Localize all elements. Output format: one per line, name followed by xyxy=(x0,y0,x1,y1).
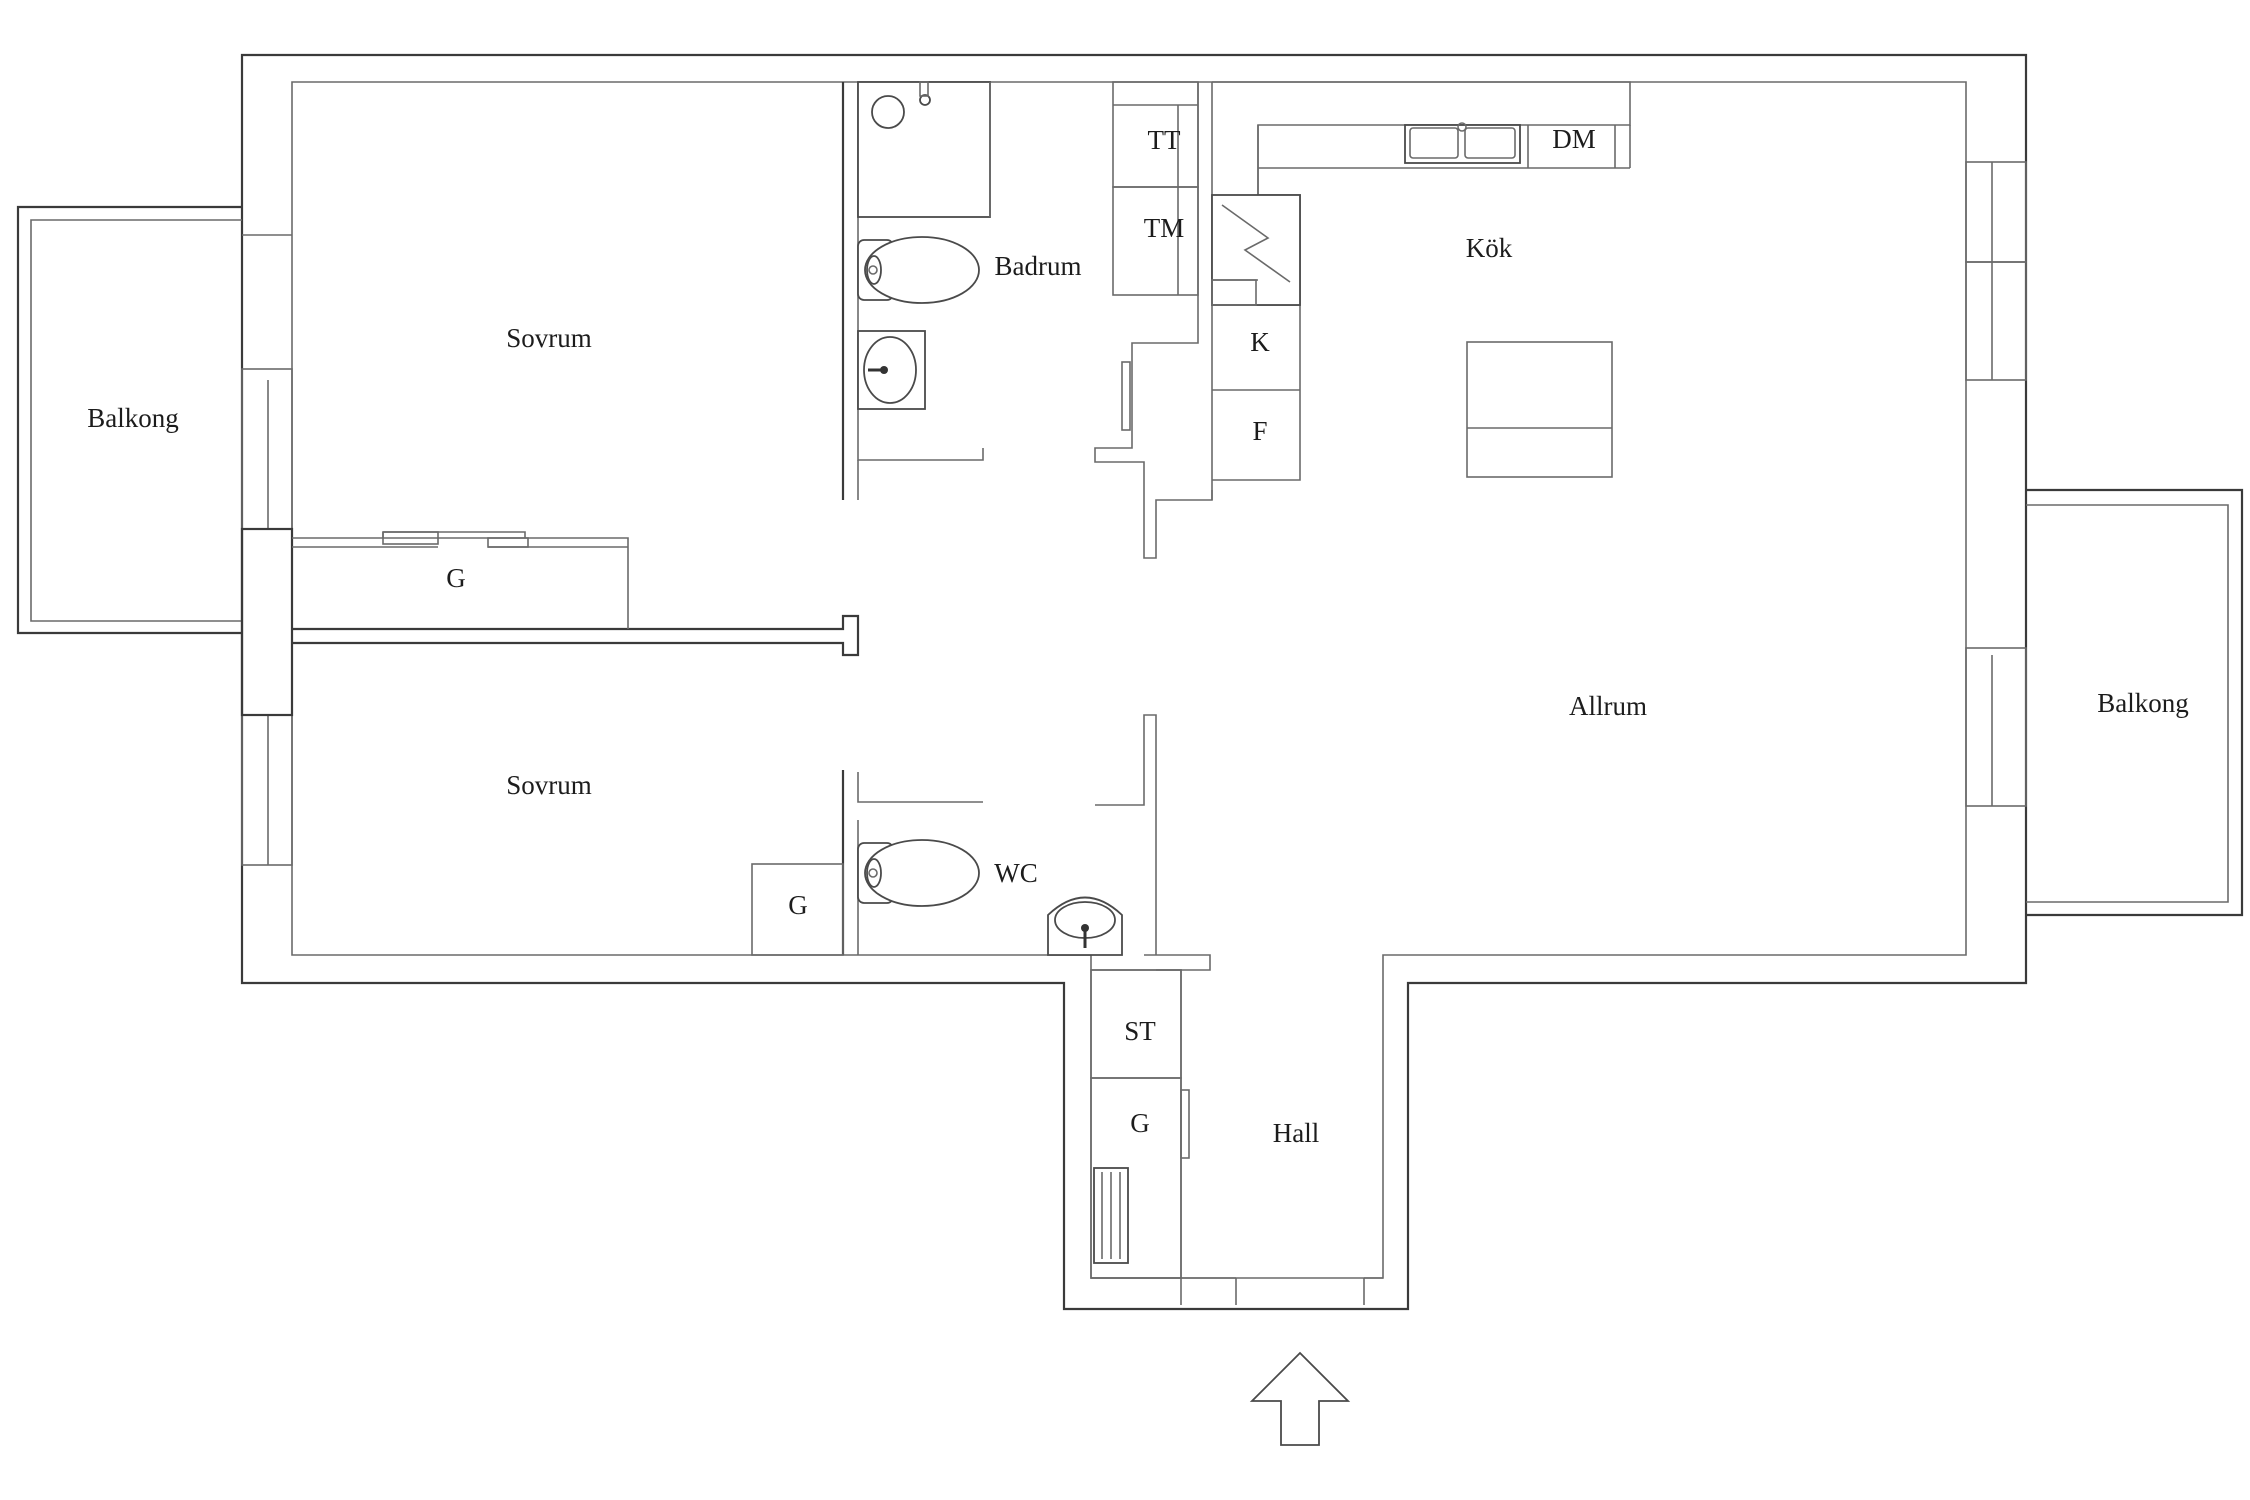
stove-icon xyxy=(1211,194,1301,306)
radiator-icon xyxy=(1093,1167,1129,1264)
fixture-label-tm: TM xyxy=(1144,213,1185,243)
windows-right xyxy=(1965,161,2027,807)
fixture-label-f: F xyxy=(1252,416,1267,446)
kitchen-island xyxy=(1466,341,1613,478)
wardrobe-top xyxy=(292,531,629,629)
sink-icon xyxy=(857,330,926,410)
toilet-icon xyxy=(857,236,980,304)
hall-storage xyxy=(1090,969,1190,1279)
wc-sink-icon xyxy=(1047,896,1123,956)
room-label-badrum: Badrum xyxy=(995,251,1082,281)
shower xyxy=(857,81,991,218)
balcony-right xyxy=(2026,488,2244,917)
fixture-label-st: ST xyxy=(1124,1016,1156,1046)
fixture-label-k: K xyxy=(1250,327,1270,357)
room-label-wc: WC xyxy=(994,858,1038,888)
windows-left xyxy=(241,368,293,866)
fixture-label-dm: DM xyxy=(1552,124,1596,154)
door-marker xyxy=(1121,361,1131,431)
room-label-balkong-right: Balkong xyxy=(2097,688,2189,718)
kitchen-sink-icon xyxy=(1404,122,1521,164)
room-label-sovrum-top: Sovrum xyxy=(506,323,592,353)
fixture-label-g-wardrobe-top: G xyxy=(446,563,466,593)
laundry-cabinets xyxy=(1112,81,1199,296)
fixture-label-g-hall: G xyxy=(1130,1108,1150,1138)
room-label-balkong-left: Balkong xyxy=(87,403,179,433)
entrance-arrow-icon xyxy=(1249,1351,1351,1446)
fixture-label-tt: TT xyxy=(1148,125,1181,155)
wall-pillar xyxy=(240,527,294,717)
fixture-label-g-wardrobe-bottom: G xyxy=(788,890,808,920)
balcony-left xyxy=(16,205,292,635)
room-label-hall: Hall xyxy=(1273,1118,1320,1148)
wardrobe-bottom xyxy=(751,863,844,956)
room-label-sovrum-bottom: Sovrum xyxy=(506,770,592,800)
room-label-kok: Kök xyxy=(1466,233,1513,263)
wc-toilet-icon xyxy=(857,839,980,907)
room-label-allrum: Allrum xyxy=(1569,691,1647,721)
